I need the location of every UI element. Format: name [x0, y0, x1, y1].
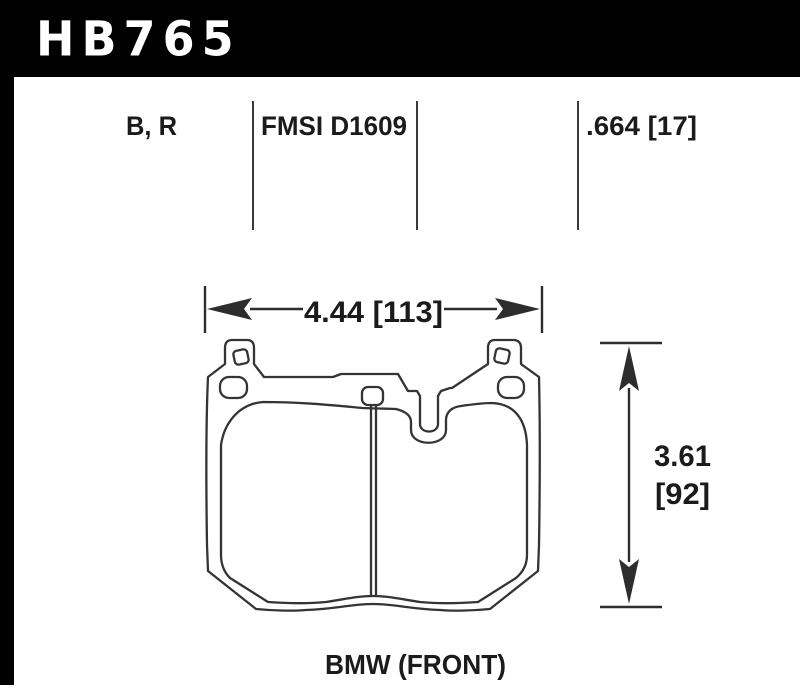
header-bar: HB765: [0, 0, 800, 77]
pad-friction-outline: [219, 400, 529, 605]
brake-pad-drawing: [205, 338, 541, 612]
pad-thickness-label: .664 [17]: [586, 111, 697, 141]
pad-hole-right-round: [496, 375, 526, 400]
pad-hole-center: [360, 385, 385, 407]
left-border-rule: [0, 77, 14, 685]
height-dimension: 3.61 [92]: [600, 341, 711, 609]
part-number: HB765: [36, 10, 241, 67]
spec-row: B, R FMSI D1609 .664 [17]: [126, 101, 697, 230]
fmsi-number-label: FMSI D1609: [261, 111, 407, 141]
width-dimension-label: 4.44 [113]: [304, 296, 443, 329]
pad-outer-outline: [205, 338, 541, 612]
application-caption: BMW (FRONT): [325, 649, 506, 680]
right-arrow-icon: [495, 298, 540, 320]
pad-hole-left-round: [218, 375, 249, 400]
left-arrow-icon: [207, 298, 252, 320]
down-arrow-icon: [619, 559, 639, 604]
height-dimension-mm-label: [92]: [655, 478, 710, 511]
width-dimension: 4.44 [113]: [203, 286, 544, 333]
pad-hole-left-square: [232, 348, 250, 366]
pad-hole-right-square: [493, 347, 511, 365]
height-dimension-inches-label: 3.61: [654, 440, 711, 473]
up-arrow-icon: [619, 346, 639, 391]
pad-center-slot: [369, 404, 378, 598]
compounds-label: B, R: [126, 111, 177, 141]
